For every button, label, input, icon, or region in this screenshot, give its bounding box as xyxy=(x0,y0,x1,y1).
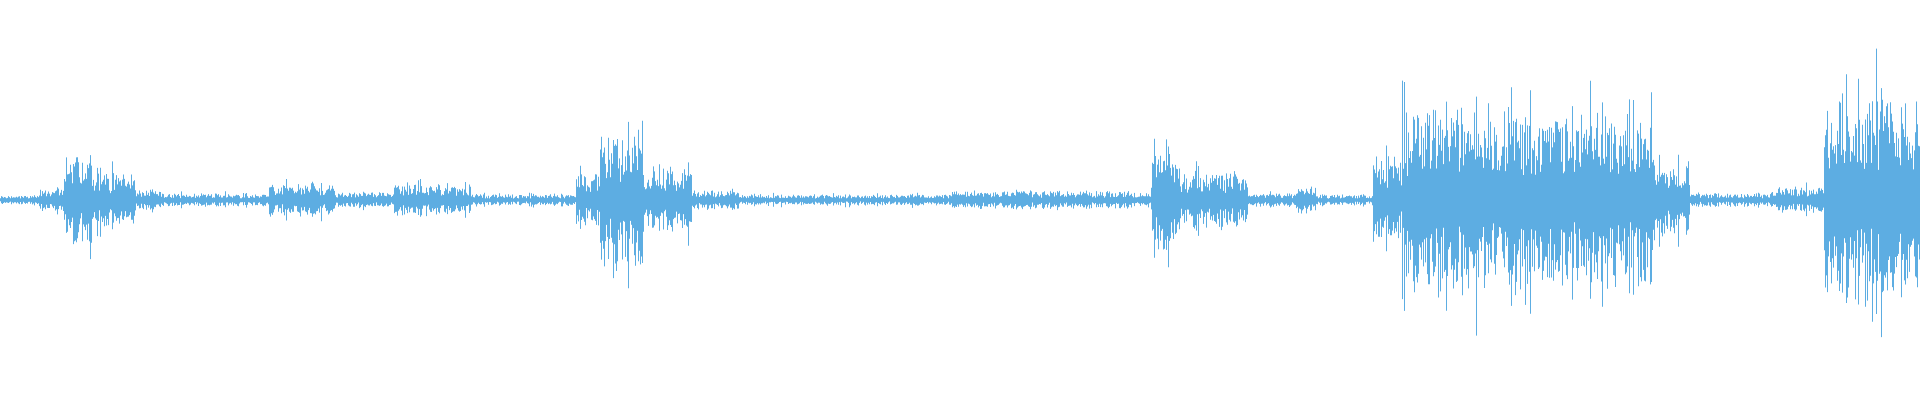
waveform-bars xyxy=(0,48,1920,338)
waveform-signal xyxy=(0,48,1920,338)
